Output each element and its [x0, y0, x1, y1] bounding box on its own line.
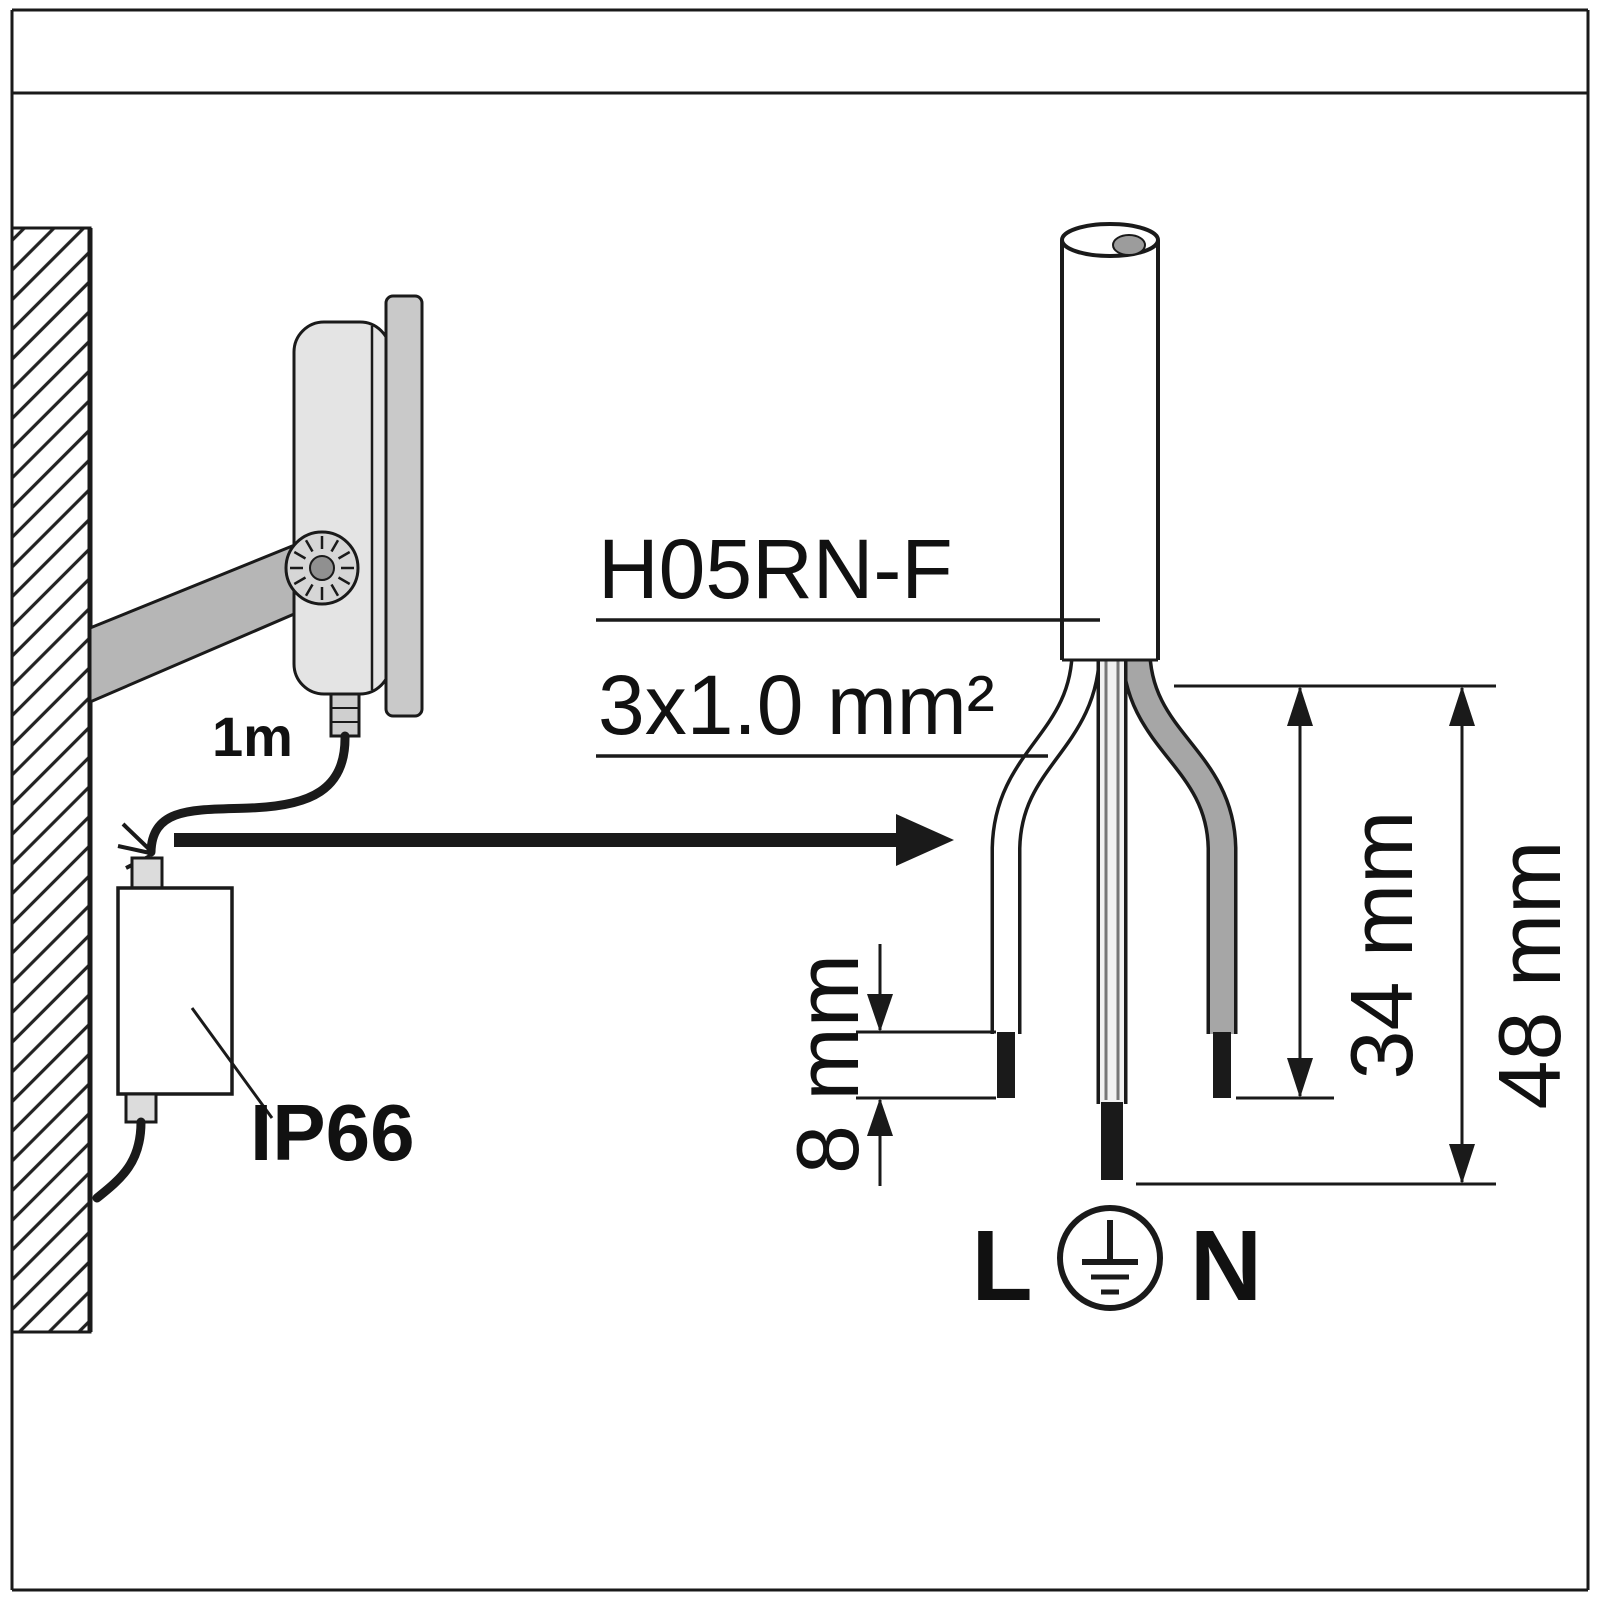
wire-earth	[1096, 648, 1128, 1180]
wire-neutral	[1120, 647, 1238, 1098]
detail-arrow-icon	[174, 814, 954, 866]
floodlight	[88, 294, 424, 738]
cable-type-callout: H05RN-F	[596, 522, 1100, 622]
cable-sheath	[1060, 222, 1160, 662]
wire-live-label: L	[971, 1210, 1032, 1322]
ip-rating-label: IP66	[250, 1088, 415, 1177]
cable-gland	[329, 692, 361, 738]
dimension-34mm: 34 mm	[1174, 684, 1496, 1100]
wall	[10, 226, 93, 1334]
floodlight-body	[292, 320, 392, 696]
wire-terminal-labels: L N	[971, 1205, 1262, 1322]
cable-detail	[990, 222, 1238, 1180]
pivot-knob	[284, 530, 360, 606]
cable-length-label: 1m	[212, 705, 293, 768]
figure-frame	[10, 8, 1590, 1592]
dimension-8mm-label: 8 mm	[778, 954, 877, 1174]
dimension-48mm: 48 mm	[1136, 686, 1579, 1186]
cable-cross-section-label: 3x1.0 mm²	[598, 658, 995, 752]
dimension-48mm-label: 48 mm	[1480, 841, 1579, 1110]
wire-live	[990, 647, 1102, 1098]
floodlight-bezel	[384, 294, 424, 718]
dimension-34mm-label: 34 mm	[1332, 811, 1431, 1080]
ip-rating-leader-line	[190, 1007, 274, 1119]
cable-type-label: H05RN-F	[598, 522, 953, 616]
wire-neutral-label: N	[1190, 1210, 1262, 1322]
protective-earth-icon	[1057, 1205, 1163, 1311]
junction-box	[92, 856, 274, 1203]
cross-section-callout: 3x1.0 mm²	[596, 658, 1048, 758]
dimension-8mm: 8 mm	[778, 944, 996, 1186]
